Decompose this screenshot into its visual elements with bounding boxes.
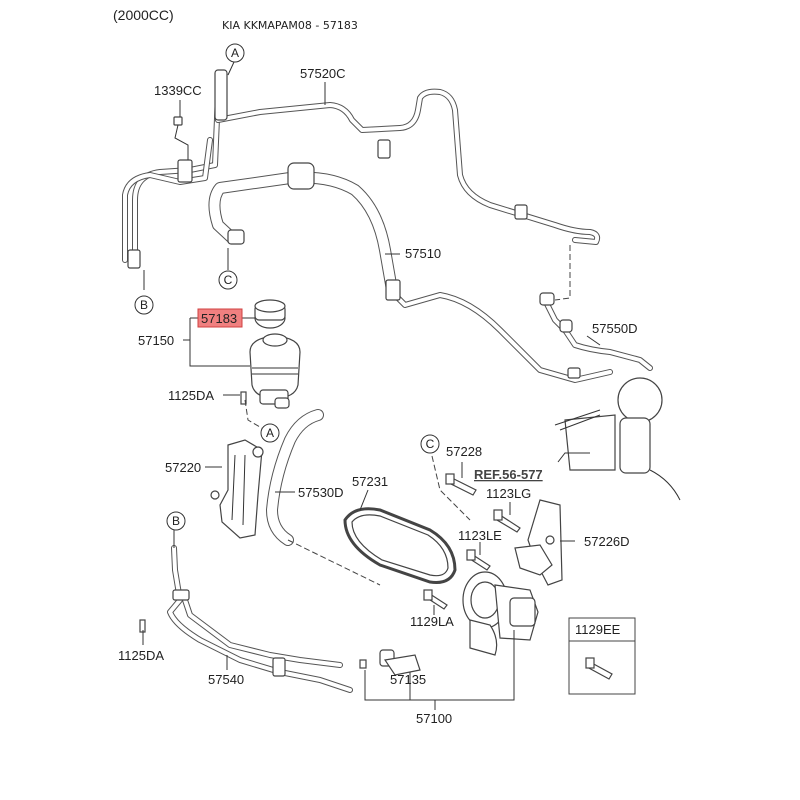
bolt-1125DA-top[interactable] (240, 391, 247, 405)
leader-dash (287, 539, 381, 586)
label-1129LA[interactable]: 1129LA (410, 614, 454, 629)
svg-text:C: C (224, 273, 233, 287)
svg-text:A: A (231, 46, 239, 60)
label-57520C[interactable]: 57520C (300, 66, 346, 81)
label-ref-56-577[interactable]: REF.56-577 (474, 467, 543, 482)
label-1339CC[interactable]: 1339CC (154, 83, 202, 98)
label-57135[interactable]: 57135 (390, 672, 426, 687)
pressure-switch-57135[interactable] (359, 649, 421, 676)
callout-B-bottom: B (166, 511, 186, 531)
callout-B-left: B (134, 295, 154, 315)
label-57228[interactable]: 57228 (446, 444, 482, 459)
label-57100[interactable]: 57100 (416, 711, 452, 726)
svg-text:A: A (266, 426, 274, 440)
pressure-line-57550D[interactable] (539, 292, 653, 379)
label-57220[interactable]: 57220 (165, 460, 201, 475)
power-steering-pump-57100[interactable] (462, 571, 539, 656)
label-57540[interactable]: 57540 (208, 672, 244, 687)
return-hose-57510[interactable] (208, 162, 613, 383)
label-1125DA-bottom[interactable]: 1125DA (118, 648, 164, 663)
reservoir-cap-57183[interactable] (254, 299, 286, 329)
leader-lines (142, 61, 601, 710)
bracket-57220[interactable] (210, 439, 264, 539)
drive-belt-57231[interactable] (343, 507, 457, 584)
nut-1339CC[interactable] (173, 116, 183, 126)
label-1125DA-top[interactable]: 1125DA (168, 388, 214, 403)
part-box-1129EE[interactable] (568, 617, 636, 695)
label-1129EE[interactable]: 1129EE (575, 622, 621, 637)
label-57231[interactable]: 57231 (352, 474, 388, 489)
diagram-title: KIA KKMAPAM08 - 57183 (222, 19, 358, 32)
highlight-57183 (197, 308, 243, 328)
bracket-57226D[interactable] (514, 499, 563, 586)
bolt-1129LA[interactable] (423, 589, 448, 610)
label-57530D[interactable]: 57530D (298, 485, 344, 500)
label-57183[interactable]: 57183 (201, 311, 237, 326)
label-1123LE[interactable]: 1123LE (458, 528, 502, 543)
label-57510[interactable]: 57510 (405, 246, 441, 261)
callout-A-mid: A (260, 423, 280, 443)
label-57550D[interactable]: 57550D (592, 321, 638, 336)
leader-dash (554, 245, 571, 301)
callout-A-top: A (225, 43, 245, 63)
callout-C-left: C (218, 270, 238, 290)
label-57226D[interactable]: 57226D (584, 534, 630, 549)
pressure-pipe-57520C[interactable] (122, 69, 601, 269)
svg-text:C: C (426, 437, 435, 451)
svg-text:B: B (140, 298, 148, 312)
reservoir-57150[interactable] (249, 333, 301, 409)
steering-gear[interactable] (554, 377, 681, 501)
bolt-1123LE[interactable] (466, 549, 491, 571)
svg-text:B: B (172, 514, 180, 528)
engine-label: (2000CC) (113, 7, 174, 23)
bolt-57228[interactable] (445, 473, 477, 496)
suction-hose-57530D[interactable] (266, 409, 324, 546)
callout-C-right: C (420, 434, 440, 454)
return-pipe-57540[interactable] (167, 545, 353, 693)
label-1123LG[interactable]: 1123LG (486, 486, 531, 501)
label-57150[interactable]: 57150 (138, 333, 174, 348)
bolt-1123LG[interactable] (493, 509, 521, 533)
